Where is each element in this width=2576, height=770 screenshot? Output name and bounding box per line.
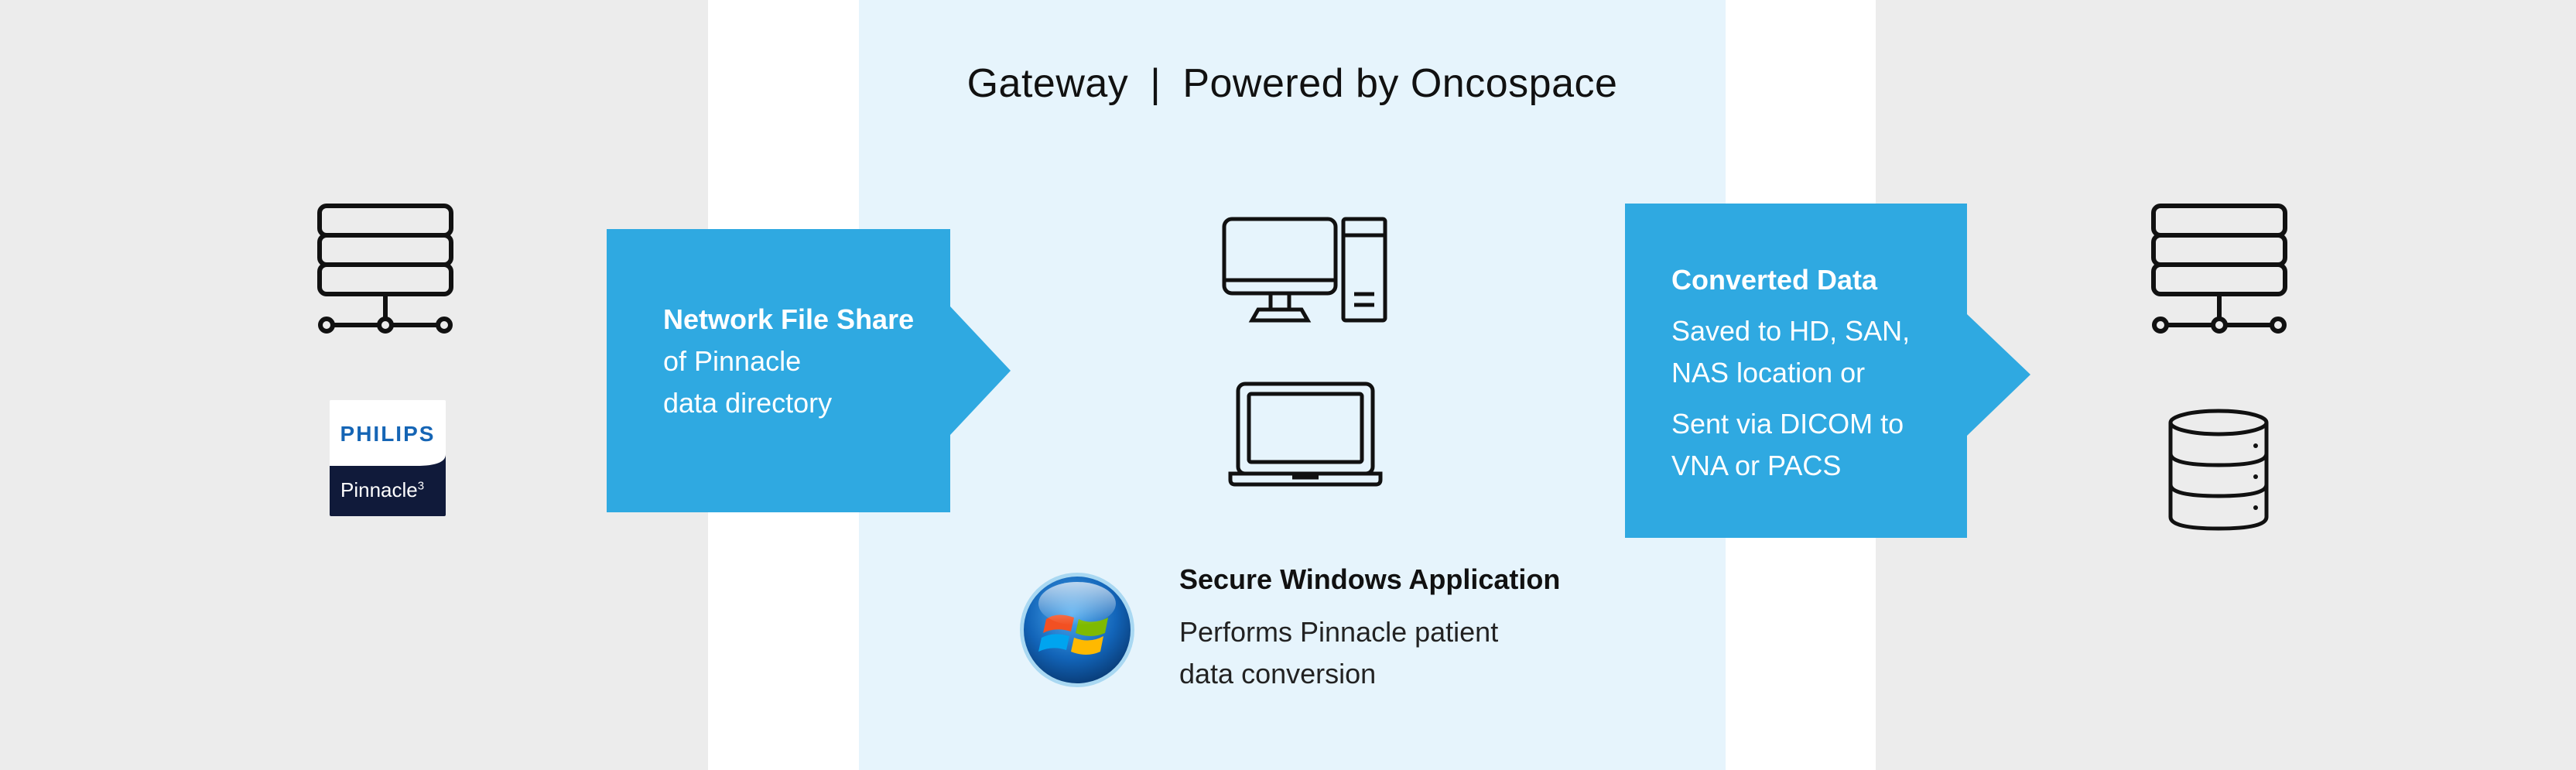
- converted-data-line1: Saved to HD, SAN,: [1671, 315, 1911, 347]
- title-powered-by: Powered by Oncospace: [1182, 61, 1618, 106]
- app-desc-line1: Performs Pinnacle patient: [1179, 616, 1499, 648]
- network-file-share-line2: data directory: [663, 387, 833, 419]
- converted-data-line2: NAS location or: [1671, 357, 1866, 388]
- secure-windows-app-title: Secure Windows Application: [1179, 563, 1561, 595]
- desktop-computer-icon: [1221, 217, 1388, 323]
- network-file-share-title: Network File Share: [663, 303, 915, 335]
- philips-pinnacle-logo: PHILIPS Pinnacle3: [330, 400, 446, 516]
- title-separator: |: [1150, 61, 1161, 106]
- database-icon: [2167, 409, 2270, 532]
- pinnacle-superscript: 3: [417, 479, 425, 493]
- source-panel: [0, 0, 708, 770]
- pinnacle-name: Pinnacle: [340, 478, 418, 501]
- converted-data-text: Converted Data Saved to HD, SAN, NAS loc…: [1671, 259, 1965, 487]
- laptop-icon: [1227, 381, 1384, 488]
- network-file-share-callout: Network File Share of Pinnacle data dire…: [607, 229, 1011, 512]
- windows-logo-icon: [1018, 571, 1136, 693]
- converted-data-line3: Sent via DICOM to: [1671, 408, 1904, 440]
- converted-data-line4: VNA or PACS: [1671, 450, 1842, 481]
- secure-windows-app-description: Performs Pinnacle patient data conversio…: [1179, 611, 1582, 695]
- page-title: Gateway | Powered by Oncospace: [859, 60, 1726, 107]
- network-file-share-text: Network File Share of Pinnacle data dire…: [663, 299, 957, 424]
- network-file-share-line1: of Pinnacle: [663, 345, 802, 377]
- server-network-icon: [2150, 203, 2290, 336]
- app-desc-line2: data conversion: [1179, 658, 1377, 690]
- server-network-icon: [316, 203, 457, 336]
- converted-data-title: Converted Data: [1671, 264, 1878, 296]
- converted-data-callout: Converted Data Saved to HD, SAN, NAS loc…: [1625, 204, 2030, 538]
- philips-wordmark: PHILIPS: [340, 422, 436, 446]
- pinnacle-wordmark: Pinnacle3: [340, 478, 424, 502]
- title-gateway: Gateway: [966, 61, 1129, 106]
